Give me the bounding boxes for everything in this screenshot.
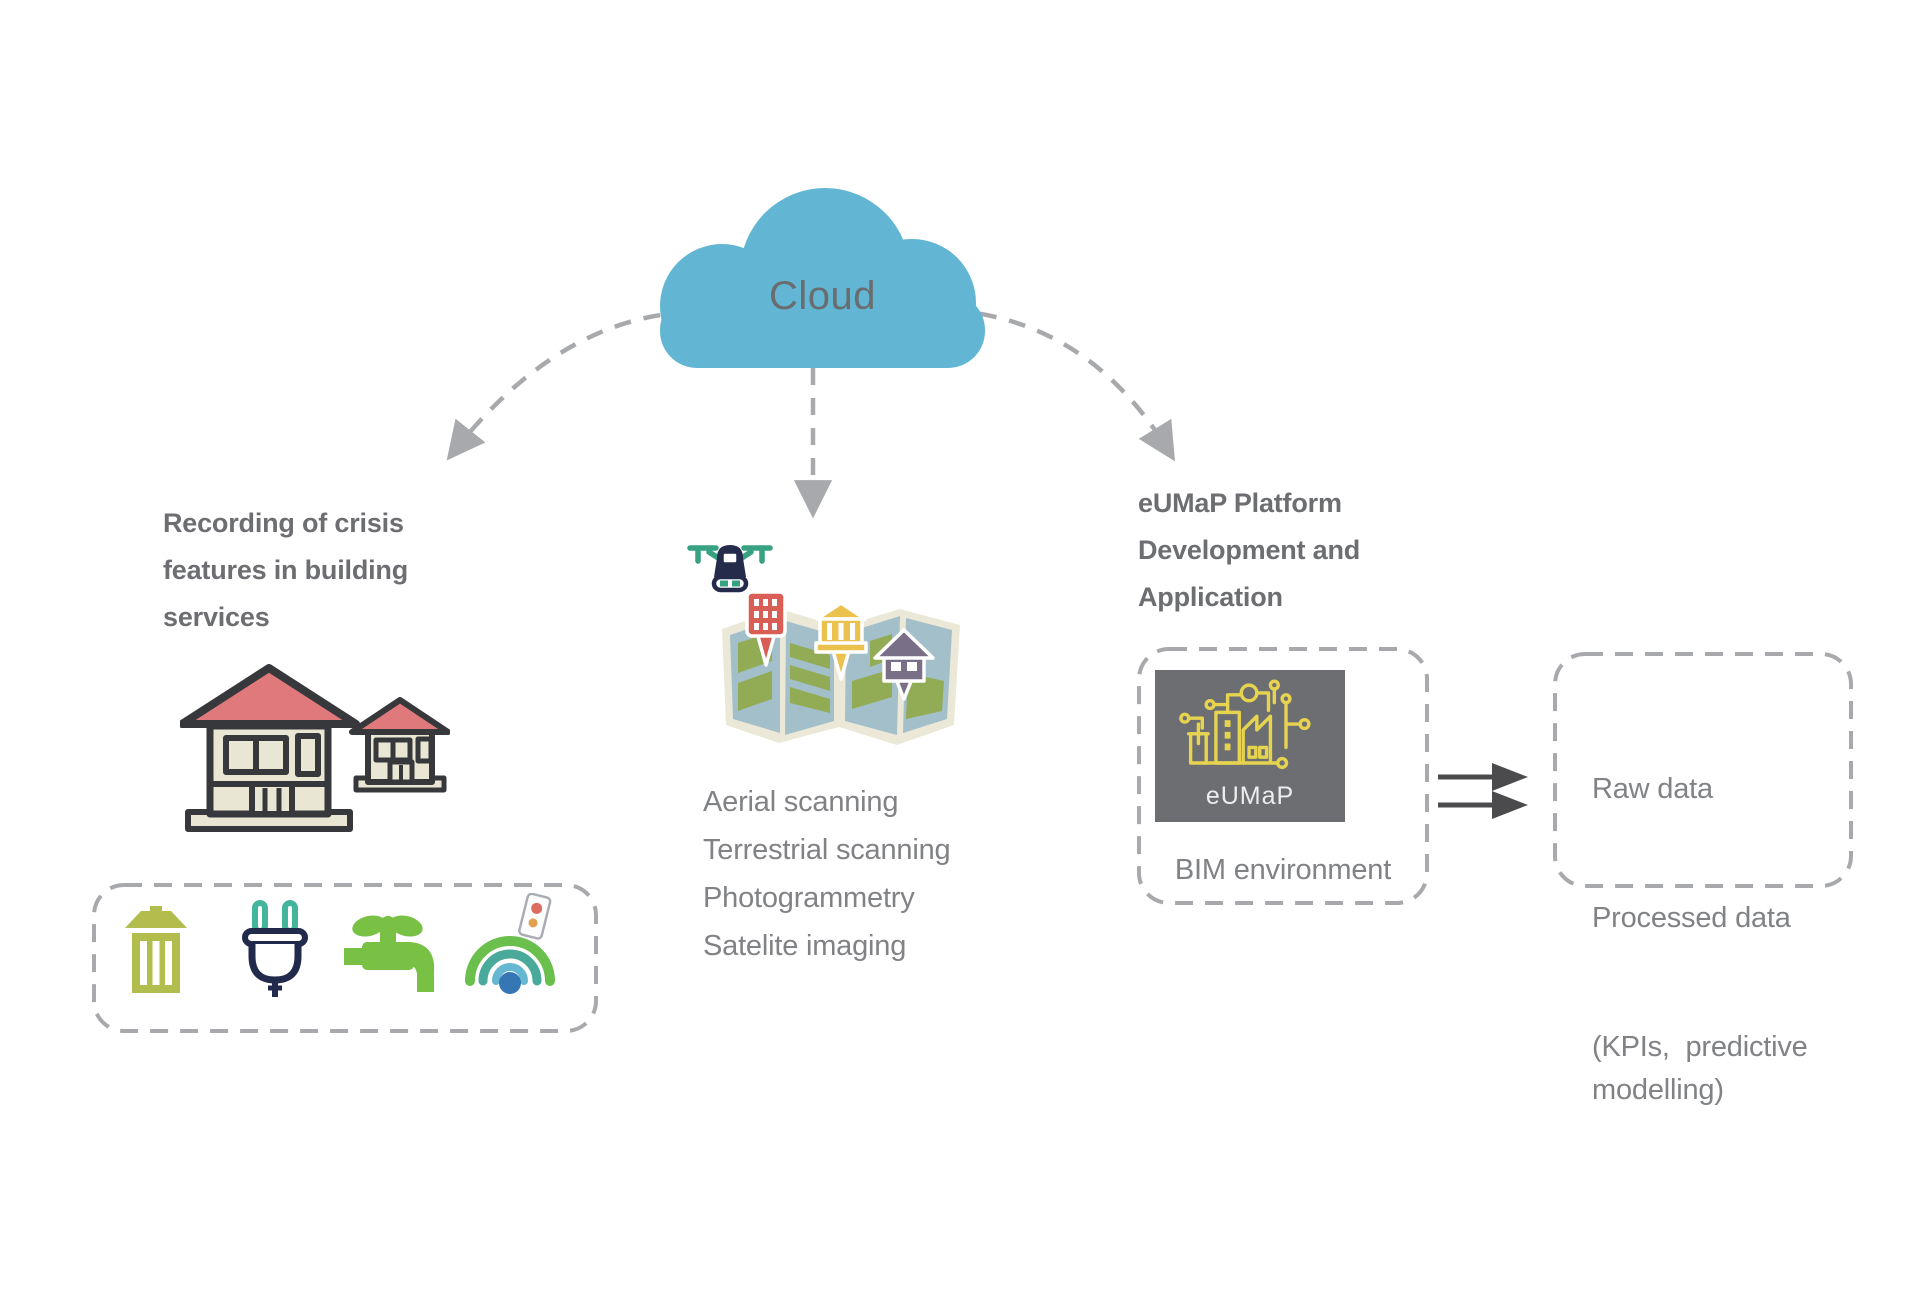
output-data-lines: Raw data Processed data (KPIs, predictiv…: [1592, 682, 1832, 1198]
eumap-logo-text: eUMaP: [1205, 782, 1295, 810]
list-item: Photogrammetry: [703, 882, 915, 914]
water-faucet-icon: [344, 915, 435, 992]
right-branch-title: eUMaP Platform Development and Applicati…: [1138, 488, 1361, 612]
building-services-box: [92, 883, 598, 1033]
bim-environment-label: BIM environment: [1174, 854, 1392, 886]
houses-icon: [180, 664, 450, 832]
left-branch-title: Recording of crisis features in building…: [163, 508, 409, 632]
output-line: Raw data: [1592, 773, 1713, 805]
bim-environment-box: [1137, 647, 1429, 905]
city-map-icon: [722, 590, 960, 745]
list-item: Terrestrial scanning: [703, 834, 951, 866]
eumap-logo: [1179, 679, 1311, 770]
double-arrow-icon: [1438, 763, 1528, 819]
cloud-to-right-arrow: [949, 307, 1176, 462]
scanning-methods-list: Aerial scanning Terrestrial scanning Pho…: [703, 778, 1033, 970]
output-line: (KPIs, predictive modelling): [1592, 1031, 1816, 1106]
output-data-box: [1553, 652, 1853, 888]
output-line: Processed data: [1592, 902, 1791, 934]
eumap-tile: eUMaP: [1155, 670, 1345, 822]
house-pin-icon: [873, 628, 935, 701]
smartphone-icon: [518, 893, 552, 940]
cloud-label: Cloud: [768, 274, 876, 318]
trash-bin-icon: [125, 906, 187, 993]
cloud-node: Cloud: [660, 188, 985, 368]
wifi-signal-icon: [465, 893, 555, 994]
drone-icon: [687, 545, 773, 593]
list-item: Satelite imaging: [703, 930, 907, 962]
list-item: Aerial scanning: [703, 786, 899, 818]
power-plug-icon: [242, 900, 308, 997]
cloud-to-left-arrow: [446, 309, 691, 461]
cloud-icon: [660, 188, 985, 368]
